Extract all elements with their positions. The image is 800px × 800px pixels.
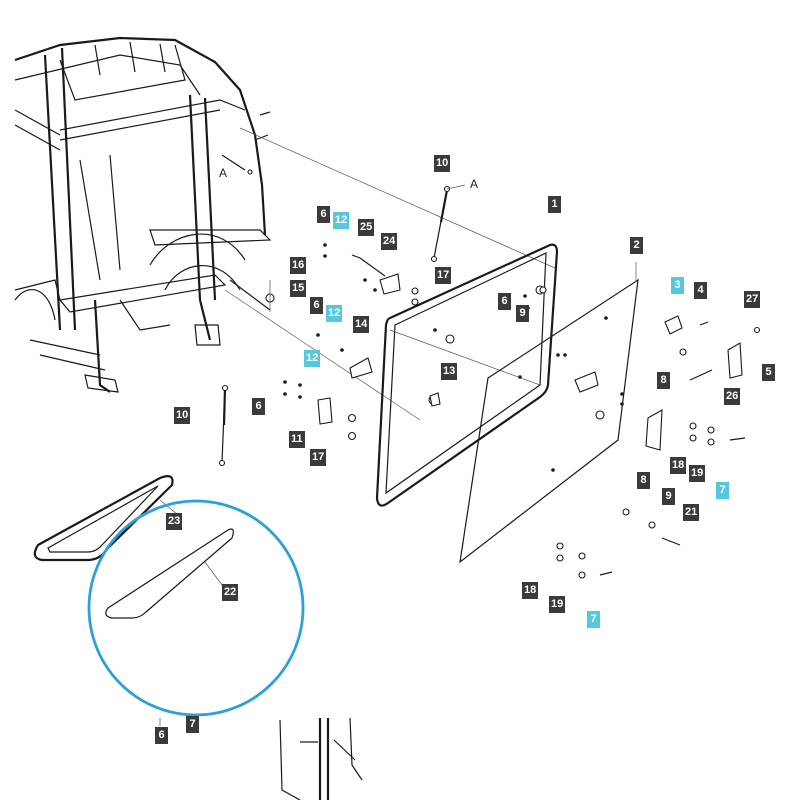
callout-10-b[interactable]: 10 [174,407,191,424]
ref-letter-a-frame: A [219,166,228,180]
callout-18-a[interactable]: 18 [670,457,687,474]
callout-1[interactable]: 1 [548,196,561,213]
highlight-circle [87,499,305,717]
partial-view [159,717,363,800]
ref-letter-a-strut: A [470,177,479,191]
callout-3[interactable]: 3 [671,277,684,294]
callout-9-b[interactable]: 9 [662,488,675,505]
glass-pane [459,262,639,564]
hardware [265,243,761,579]
gas-strut-upper [430,184,466,263]
callout-19-b[interactable]: 19 [549,596,566,613]
callout-26[interactable]: 26 [724,388,741,405]
callout-6-e[interactable]: 6 [155,727,168,744]
callout-2[interactable]: 2 [630,237,643,254]
callout-7-b[interactable]: 7 [587,611,600,628]
callout-6-b[interactable]: 6 [310,297,323,314]
callout-9-a[interactable]: 9 [516,305,529,322]
callout-8-b[interactable]: 8 [637,472,650,489]
callout-14[interactable]: 14 [353,316,370,333]
callout-23[interactable]: 23 [166,513,183,530]
callout-24[interactable]: 24 [381,233,398,250]
callout-22[interactable]: 22 [222,584,239,601]
guide-line [239,127,556,269]
cab-frame [14,36,272,393]
callout-21[interactable]: 21 [683,504,700,521]
callout-12-a[interactable]: 12 [333,212,350,229]
callout-11[interactable]: 11 [289,431,305,448]
callout-19-a[interactable]: 19 [689,465,706,482]
door-seal-frame [375,243,559,507]
callout-15[interactable]: 15 [290,280,307,297]
gas-strut-lower [218,384,229,467]
seal-22 [105,528,234,619]
callout-6-a[interactable]: 6 [317,206,330,223]
callout-16[interactable]: 16 [290,257,307,274]
callout-12-c[interactable]: 12 [304,350,321,367]
callout-7-c[interactable]: 7 [186,716,199,733]
callout-6-c[interactable]: 6 [498,293,511,310]
callout-4[interactable]: 4 [694,282,707,299]
callout-7-a[interactable]: 7 [716,482,729,499]
callout-6-d[interactable]: 6 [252,398,265,415]
callout-12-b[interactable]: 12 [326,305,343,322]
callout-17-b[interactable]: 17 [310,449,327,466]
guide-line-lower [224,289,421,421]
callout-5[interactable]: 5 [762,364,775,381]
callout-18-b[interactable]: 18 [522,582,539,599]
callout-10-a[interactable]: 10 [434,155,451,172]
callout-25[interactable]: 25 [358,219,375,236]
callout-17-a[interactable]: 17 [435,267,452,284]
seal-23 [33,475,179,562]
callout-27[interactable]: 27 [744,291,761,308]
callout-13[interactable]: 13 [441,363,458,380]
callout-8-a[interactable]: 8 [657,372,670,389]
